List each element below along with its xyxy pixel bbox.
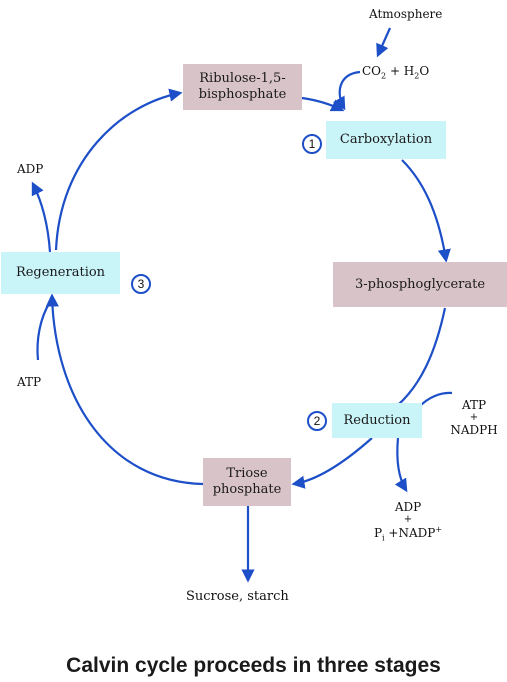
node-rubp-line2: bisphosphate (198, 87, 287, 102)
arrow-atmosphere-in (376, 27, 392, 58)
node-rubp-line1: Ribulose-1,5- (199, 71, 286, 86)
atmosphere-label: Atmosphere (369, 7, 443, 21)
pi-subscript: i (382, 533, 385, 543)
h2o-o: O (419, 64, 430, 78)
atp-nadph-label: ATP + NADPH (446, 398, 502, 437)
adp-pi-nadp-label: ADP + Pi +NADP+ (366, 500, 450, 542)
arrow-triose-to-regeneration (45, 293, 204, 486)
atp-regeneration-label: ATP (17, 375, 42, 389)
atp-reduction-text: ATP (461, 398, 487, 412)
co2-subscript: 2 (381, 71, 387, 81)
adp-regeneration-label: ADP (17, 162, 44, 176)
node-carboxylation-label: Carboxylation (339, 132, 433, 147)
node-reduction-label: Reduction (343, 412, 411, 428)
node-3-phosphoglycerate-label: 3-phosphoglycerate (354, 276, 486, 292)
caption: Calvin cycle proceeds in three stages (66, 654, 441, 677)
node-regeneration-label: Regeneration (15, 265, 106, 280)
arrow-atp-nadph-in (419, 391, 453, 407)
arrow-atp-into-regeneration (36, 301, 51, 361)
node-rubp: Ribulose-1,5- bisphosphate (183, 64, 302, 110)
arrow-regeneration-to-rubp (54, 88, 183, 251)
nadph-text: NADPH (450, 423, 498, 437)
co2-h2o-label: CO2 + H2O (362, 64, 429, 80)
pi-p: P (373, 526, 383, 540)
node-triose-line1: Triose (226, 466, 268, 481)
stage-1-badge: 1 (302, 134, 322, 154)
stage-3-badge: 3 (131, 274, 151, 294)
arrow-carboxylation-to-pga (401, 159, 451, 263)
nadp-text: +NADP (384, 526, 436, 540)
node-regeneration: Regeneration (1, 252, 120, 294)
stage-2-badge: 2 (307, 411, 327, 431)
h2o-subscript: 2 (414, 71, 420, 81)
plus-sign-2: + (403, 514, 413, 525)
node-triose-line2: phosphate (212, 482, 282, 497)
node-reduction: Reduction (332, 403, 422, 438)
arrow-rubp-to-carboxylation (301, 96, 345, 112)
plus-sign-1: + (469, 412, 479, 423)
arrow-pga-to-reduction (397, 307, 447, 406)
adp-reduction-text: ADP (394, 500, 422, 514)
h2o-prefix: + H (386, 64, 415, 78)
node-triose-phosphate: Triose phosphate (203, 458, 291, 506)
stage-3-number: 3 (137, 277, 145, 291)
arrow-regeneration-adp-out (31, 181, 52, 253)
pi-nadp-text: Pi +NADP+ (366, 525, 450, 542)
node-3-phosphoglycerate: 3-phosphoglycerate (333, 262, 507, 307)
arrow-reduction-to-triose (291, 437, 373, 489)
stage-2-number: 2 (313, 414, 321, 428)
stage-1-number: 1 (308, 137, 316, 151)
sucrose-starch-label: Sucrose, starch (186, 589, 289, 604)
arrow-co2-into-cycle (333, 70, 361, 111)
nadp-superscript: + (435, 525, 443, 534)
node-carboxylation: Carboxylation (326, 121, 446, 159)
arrow-adp-out (394, 437, 408, 493)
co2-text: CO (362, 64, 382, 78)
